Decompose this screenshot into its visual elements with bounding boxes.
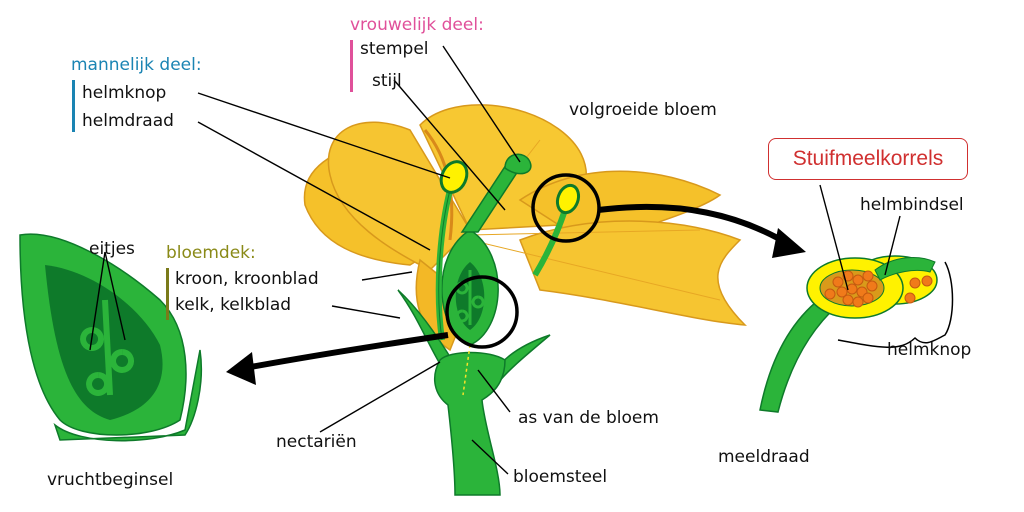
label-anther-detail: helmknop (887, 340, 972, 360)
label-stamen: meeldraad (718, 447, 810, 467)
ovary-detail (19, 233, 203, 442)
petal-vein-3 (469, 239, 721, 301)
label-stigma: stempel (360, 39, 429, 59)
male-part-heading: mannelijk deel: (71, 55, 202, 75)
ovary-detail-inner (45, 265, 163, 420)
anther-left (439, 160, 469, 194)
pollen-grains-callout: Stuifmeelkorrels (768, 138, 968, 180)
arrow-to-stamen-detail-head (772, 228, 806, 258)
petal-left (327, 121, 471, 271)
receptacle (433, 351, 506, 496)
perianth-bar (166, 268, 169, 320)
ovary-detail-base (53, 349, 203, 442)
petal-right (519, 220, 747, 326)
label-mature-flower: volgroeide bloem (569, 100, 717, 120)
pollen-grains (824, 270, 933, 308)
label-connective: helmbindsel (860, 195, 964, 215)
label-corolla: kroon, kroonblad (175, 269, 319, 289)
bracket-anther (837, 261, 954, 348)
arrow-to-ovary-detail-head (226, 352, 256, 385)
zoom-circle-ovary (445, 275, 519, 349)
label-ovules: eitjes (89, 239, 135, 259)
stigma-shape (504, 153, 532, 175)
arrow-to-stamen-detail (597, 203, 792, 248)
flower-axis-line (462, 344, 471, 396)
female-part-bar (350, 40, 353, 92)
stamen-detail (759, 255, 954, 413)
leader-lines (89, 45, 901, 475)
female-part-heading: vrouwelijk deel: (350, 15, 484, 35)
pistil (441, 153, 532, 346)
perianth-heading: bloemdek: (166, 243, 256, 263)
label-filament: helmdraad (82, 111, 174, 131)
label-anther: helmknop (82, 83, 167, 103)
petal-vein-2 (469, 229, 701, 236)
arrow-to-ovary-detail (244, 332, 449, 371)
label-flower-axis: as van de bloem (518, 408, 659, 428)
male-part-bar (72, 80, 75, 132)
stamen-detail-connective (874, 257, 936, 281)
label-peduncle: bloemsteel (513, 467, 608, 487)
label-style: stijl (372, 71, 402, 91)
ovule-cluster (455, 270, 485, 325)
label-pollen-grains: Stuifmeelkorrels (792, 147, 944, 170)
ovary-detail-ovules (80, 299, 135, 396)
anther-right (555, 183, 581, 215)
label-ovary: vruchtbeginsel (47, 470, 174, 490)
filament-left-outline (438, 189, 451, 341)
label-nectaries: nectariën (276, 432, 357, 452)
label-calyx: kelk, kelkblad (175, 295, 292, 315)
